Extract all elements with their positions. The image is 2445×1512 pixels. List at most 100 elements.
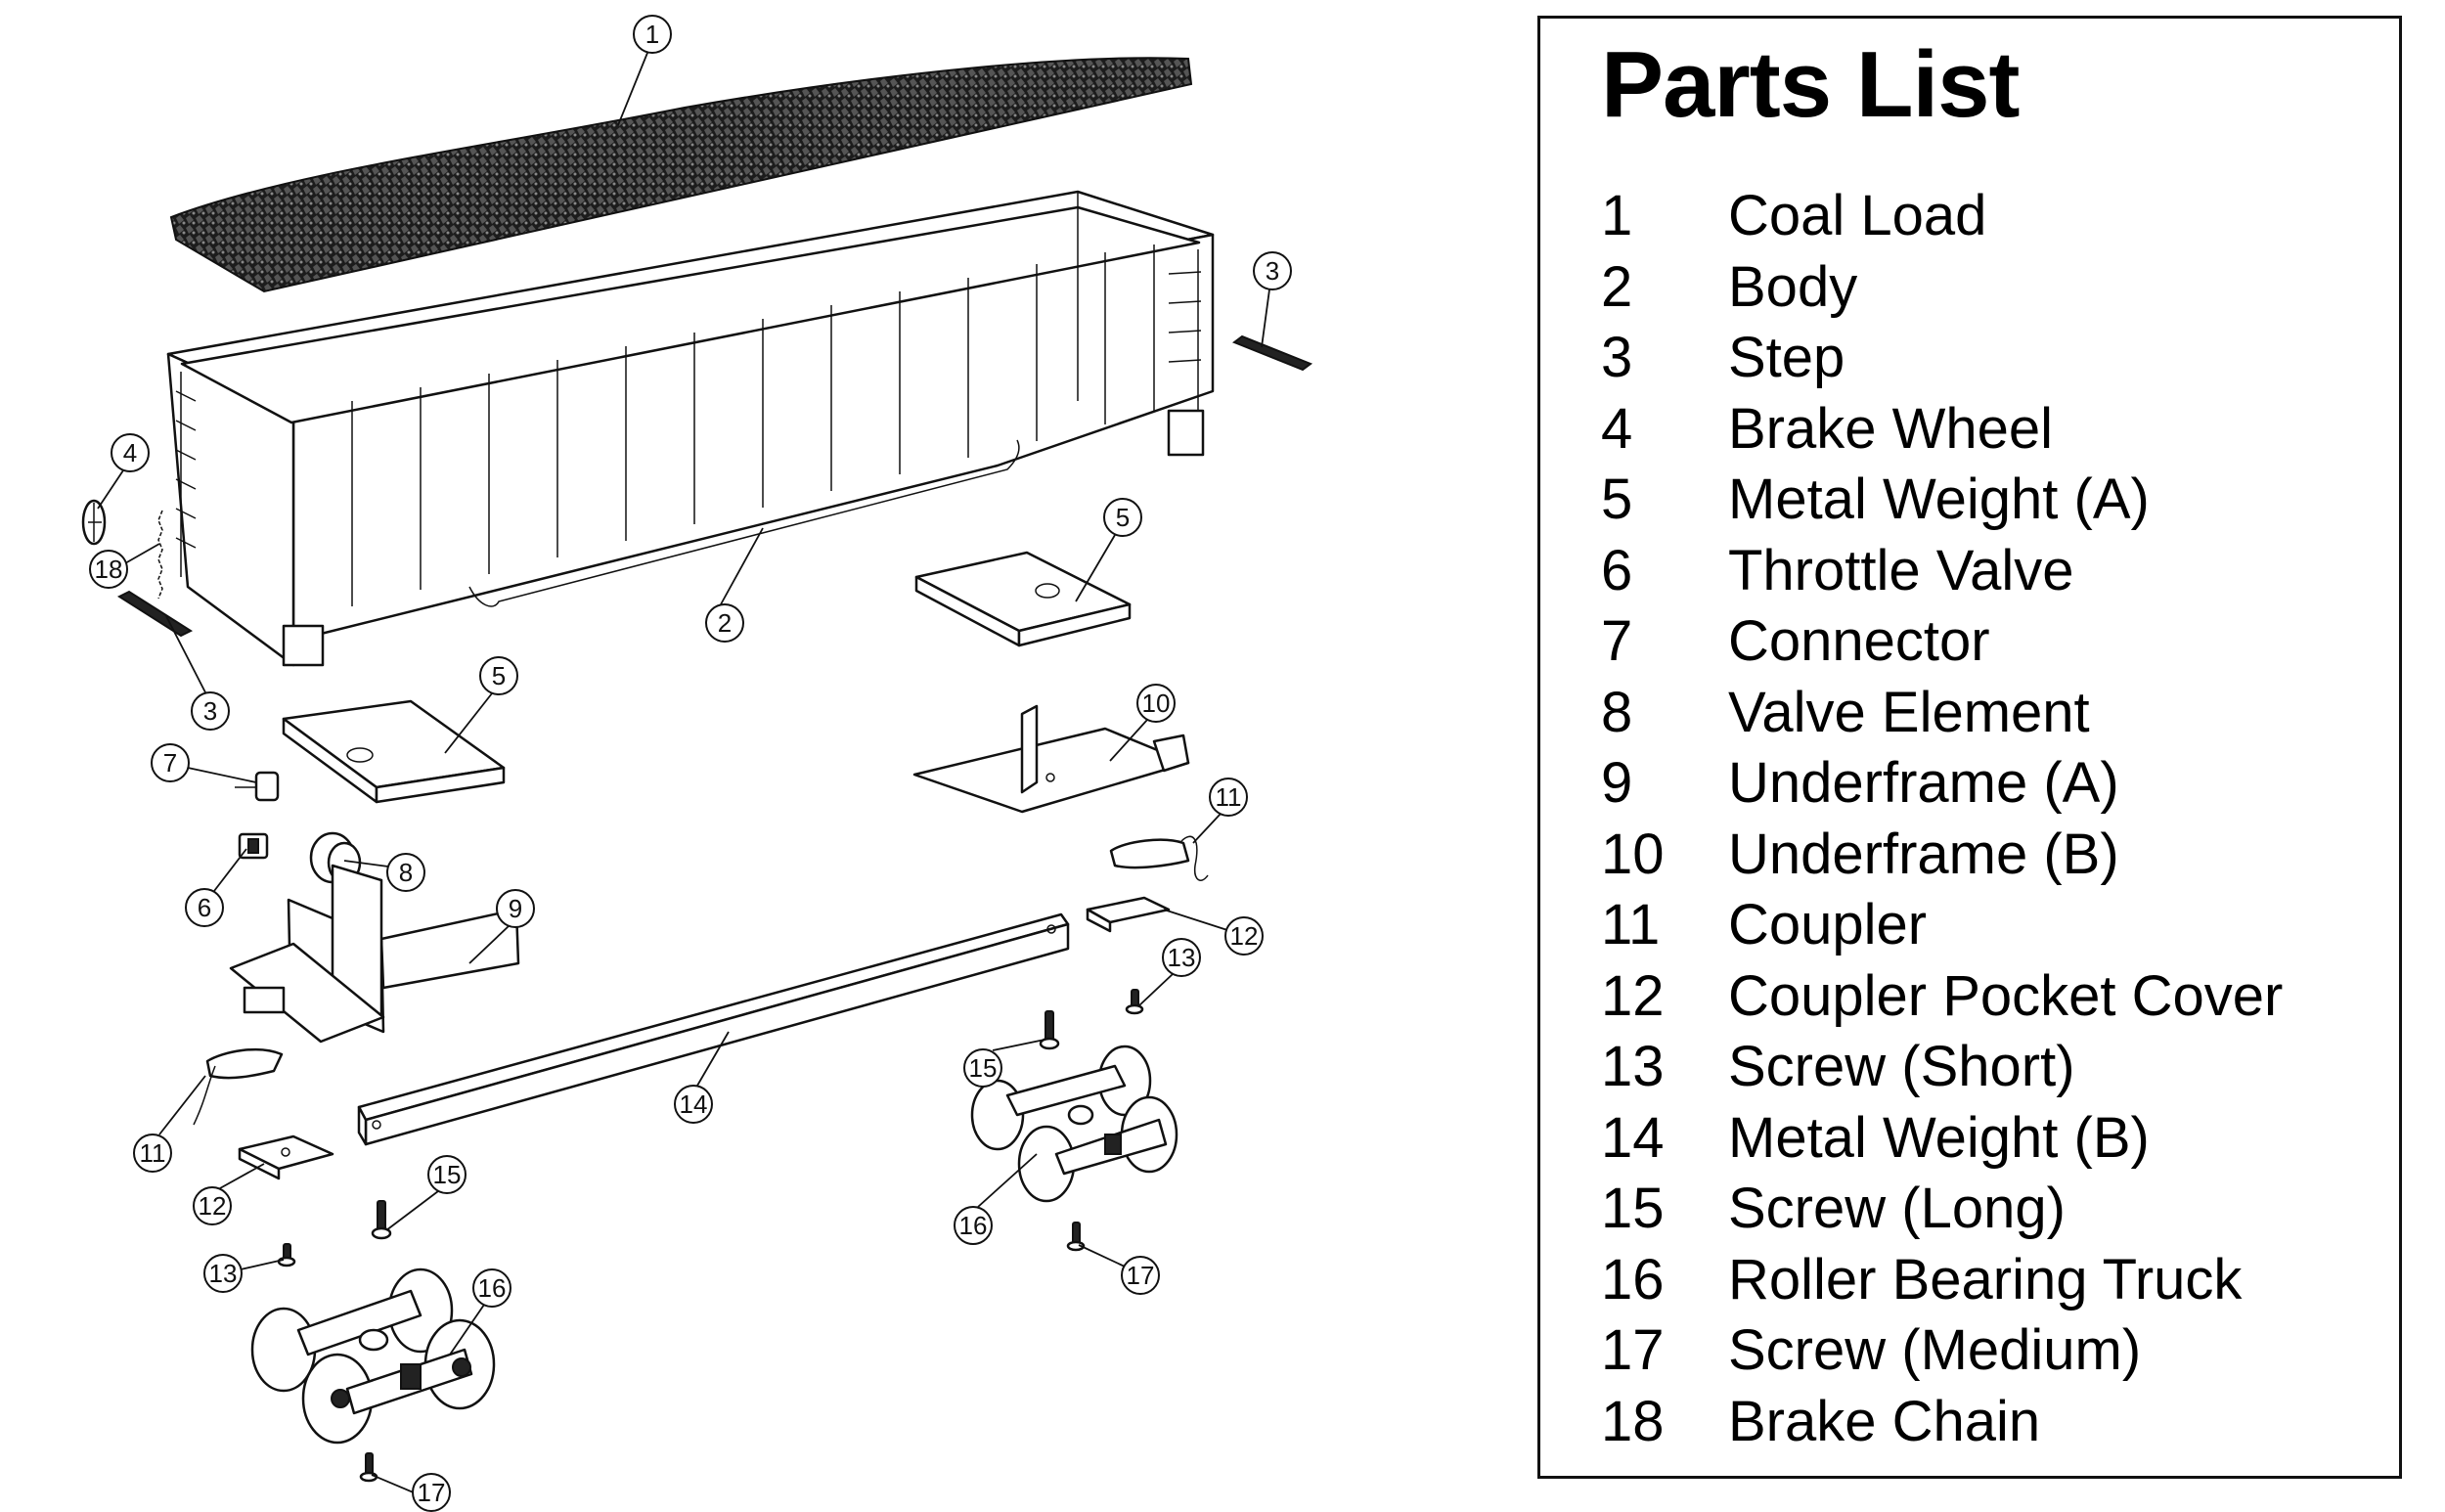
leader-lines [97,52,1270,1494]
callout-13-right: 13 [1162,938,1201,977]
part-number: 14 [1601,1105,1665,1170]
coupler-left-part [193,1047,284,1126]
callout-16-left: 16 [472,1268,511,1308]
callout-10: 10 [1136,684,1176,723]
underframe-a-part [229,864,520,1044]
brake-wheel-part [81,499,107,546]
callout-17-right: 17 [1121,1256,1160,1295]
part-number: 13 [1601,1035,1665,1099]
svg-text:5: 5 [492,661,506,690]
svg-text:18: 18 [95,555,123,584]
part-name: Metal Weight (A) [1728,467,2150,532]
pocket-cover-right-part [1086,896,1171,933]
callout-12-right: 12 [1224,916,1264,956]
callout-1: 1 [633,15,672,54]
callout-7: 7 [151,743,190,782]
callout-5-right: 5 [1103,498,1142,537]
callout-15-left: 15 [427,1155,467,1194]
svg-text:8: 8 [399,858,413,887]
step-right-part [1231,334,1313,372]
callout-11-left: 11 [133,1134,172,1173]
screw-long-left-part [371,1200,392,1240]
svg-text:7: 7 [163,748,177,778]
parts-list-item: 14 Metal Weight (B) [1601,1103,2283,1175]
parts-list-item: 9 Underframe (A) [1601,748,2283,820]
callout-5-left: 5 [479,656,518,695]
part-name: Screw (Long) [1728,1177,2066,1241]
callout-8: 8 [386,853,425,892]
part-number: 15 [1601,1177,1665,1241]
svg-text:12: 12 [199,1191,227,1221]
step-left-part [116,590,194,638]
svg-text:11: 11 [1216,782,1242,812]
svg-text:17: 17 [1127,1261,1155,1290]
screw-medium-right-part [1066,1222,1086,1252]
screw-short-right-part [1125,989,1144,1015]
svg-text:12: 12 [1230,921,1259,951]
svg-text:5: 5 [1116,503,1130,532]
part-name: Underframe (B) [1728,822,2119,886]
part-number: 9 [1601,751,1633,816]
callout-12-left: 12 [193,1186,232,1225]
part-number: 6 [1601,538,1633,602]
callout-11-right: 11 [1209,778,1248,817]
parts-list-item: 7 Connector [1601,606,2283,678]
part-name: Coupler Pocket Cover [1728,963,2284,1028]
svg-text:11: 11 [140,1138,166,1168]
part-name: Throttle Valve [1728,538,2074,602]
metal-weight-a-right-part [914,551,1132,647]
svg-text:17: 17 [418,1478,446,1507]
svg-text:16: 16 [478,1273,507,1303]
callout-4: 4 [111,433,150,472]
svg-text:3: 3 [203,696,217,726]
part-name: Roller Bearing Truck [1728,1247,2243,1312]
part-number: 17 [1601,1318,1665,1383]
part-name: Underframe (A) [1728,751,2119,816]
truck-left-part [250,1267,496,1445]
part-number: 5 [1601,467,1633,532]
part-number: 16 [1601,1247,1665,1312]
parts-list-item: 6 Throttle Valve [1601,536,2283,607]
parts-list-item: 16 Roller Bearing Truck [1601,1245,2283,1316]
svg-text:16: 16 [959,1211,988,1240]
callout-16-right: 16 [954,1206,993,1245]
part-number: 7 [1601,609,1633,674]
hopper-body-part [166,190,1215,667]
exploded-view-diagram: 1 3 4 18 3 2 5 5 7 6 8 9 10 11 12 13 15 … [81,15,1313,1512]
parts-list-item: 13 Screw (Short) [1601,1032,2283,1103]
callout-18: 18 [89,550,128,589]
svg-text:3: 3 [1266,256,1279,286]
parts-list-item: 12 Coupler Pocket Cover [1601,961,2283,1033]
svg-text:15: 15 [969,1053,998,1083]
svg-text:14: 14 [680,1090,708,1119]
svg-text:2: 2 [718,608,732,638]
part-name: Connector [1728,609,1990,674]
svg-text:13: 13 [209,1259,238,1288]
callout-13-left: 13 [203,1254,243,1293]
screw-long-right-part [1039,1010,1060,1050]
brake-chain-part [157,510,163,600]
part-name: Step [1728,326,1845,390]
part-name: Metal Weight (B) [1728,1105,2150,1170]
callout-3-right: 3 [1253,251,1292,290]
callout-3-left: 3 [191,691,230,731]
part-number: 4 [1601,396,1633,461]
callout-9: 9 [496,889,535,928]
callout-6: 6 [185,888,224,927]
throttle-valve-part [238,832,269,860]
svg-text:13: 13 [1168,943,1196,972]
part-number: 12 [1601,963,1665,1028]
callout-17-left: 17 [412,1473,451,1512]
callout-15-right: 15 [963,1048,1002,1088]
part-name: Screw (Short) [1728,1035,2075,1099]
part-name: Coal Load [1728,184,1987,248]
part-number: 11 [1601,893,1661,957]
